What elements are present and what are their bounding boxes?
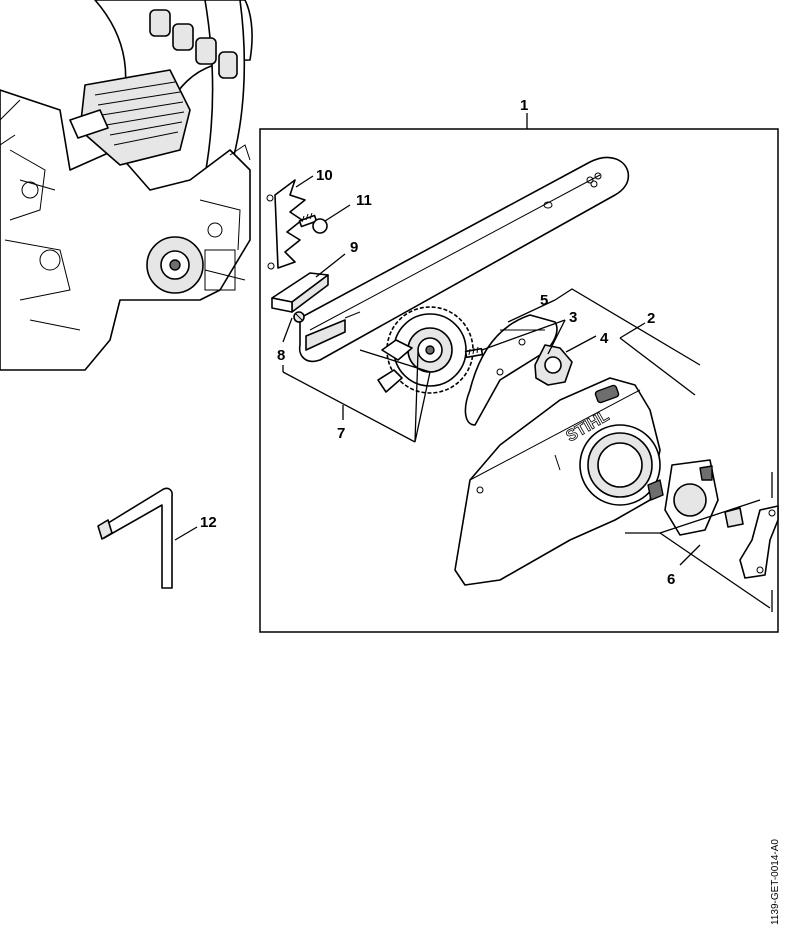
sprocket-wheel [377, 306, 474, 394]
guide-bar [298, 156, 630, 363]
callout-12: 12 [200, 514, 217, 531]
combi-wrench [97, 487, 173, 589]
small-bolt [293, 311, 305, 323]
callout-6: 6 [667, 571, 675, 588]
cover-screw [464, 346, 484, 359]
callout-3: 3 [569, 309, 577, 326]
callout-11: 11 [356, 192, 372, 209]
guide-rail-piece [271, 272, 329, 313]
callout-5: 5 [540, 292, 548, 309]
sprocket-cover: STIHL [454, 377, 661, 586]
tensioner-plate [266, 179, 306, 270]
callout-10: 10 [316, 167, 333, 184]
document-id: 1139-GET-0014-A0 [770, 839, 781, 925]
callout-1: 1 [520, 97, 528, 114]
callout-8: 8 [277, 347, 285, 364]
callout-7: 7 [337, 425, 345, 442]
chainsaw-body-illustration [0, 0, 253, 371]
screw [298, 212, 328, 234]
tension-nut [534, 344, 573, 386]
parts-group-frame [259, 128, 779, 633]
callout-numbers: 1 2 3 4 5 6 7 8 9 10 11 12 [200, 97, 675, 588]
callout-4: 4 [600, 330, 609, 347]
chain-brake-parts [647, 459, 779, 612]
leader-lines [174, 113, 771, 609]
callout-9: 9 [350, 239, 358, 256]
callout-2: 2 [647, 310, 655, 327]
